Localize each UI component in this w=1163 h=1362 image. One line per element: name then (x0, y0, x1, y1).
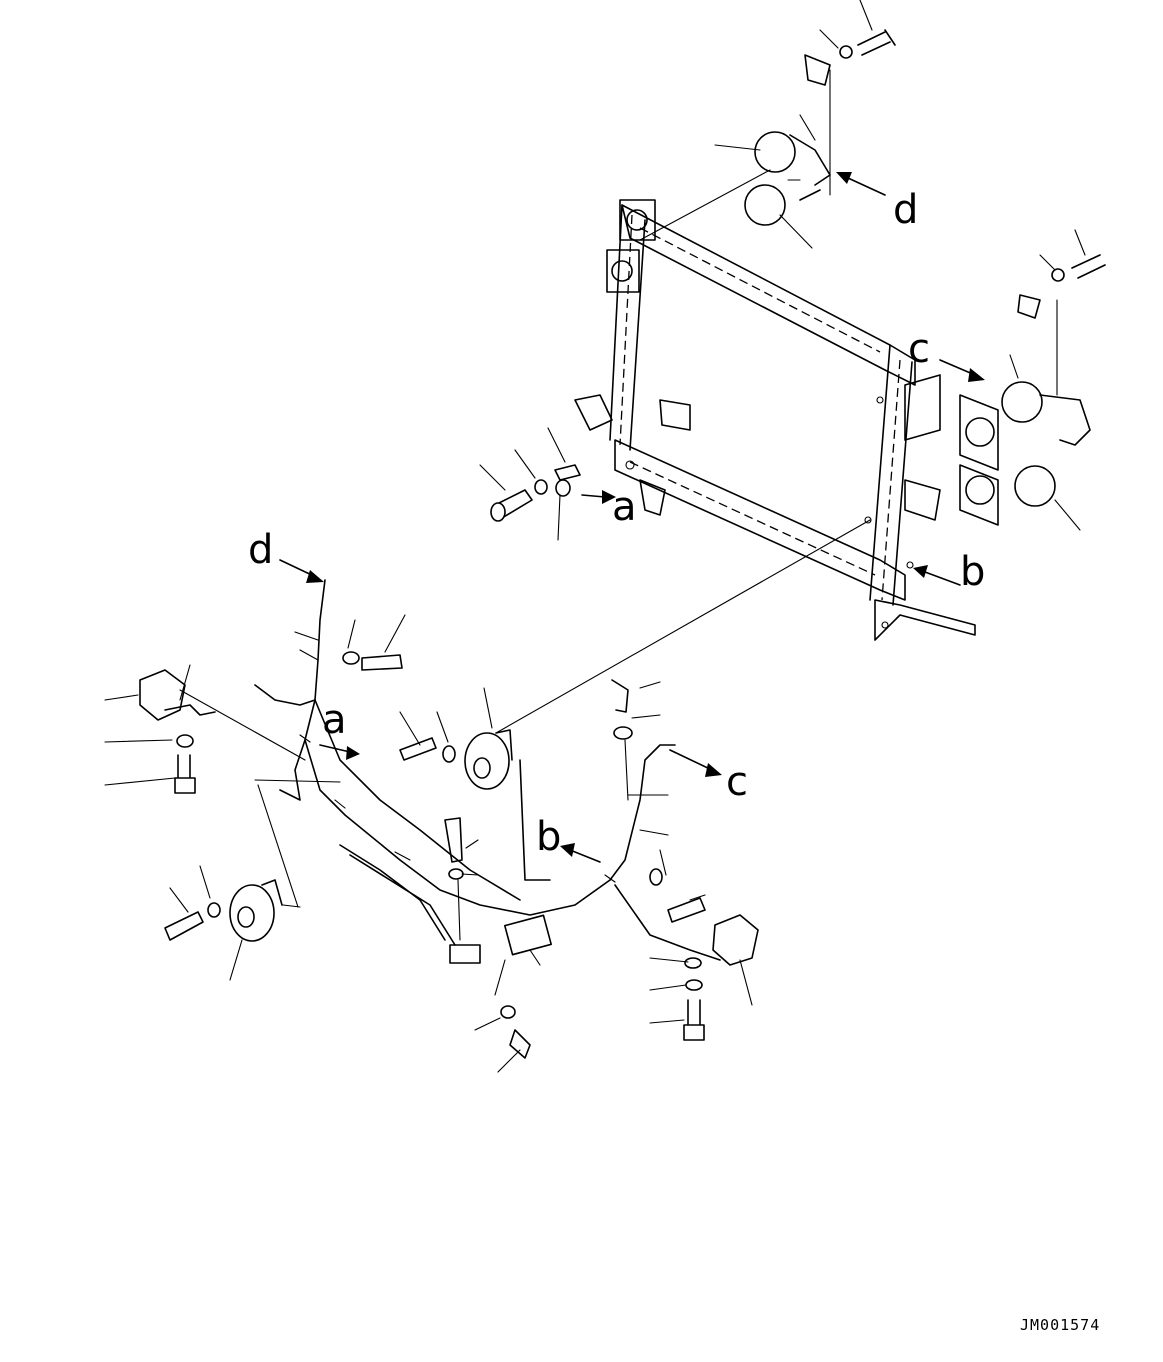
horn-relay-right (1001, 229, 1106, 531)
lower-bolt-assembly (474, 949, 541, 1073)
horn-relay-top (639, 0, 896, 249)
harness-branch-c (611, 679, 669, 836)
callout-label-b-bottom: b (536, 814, 561, 860)
callout-label-d-bottom: d (248, 527, 273, 573)
callout-arrows (279, 172, 985, 863)
bolt-assembly-a (479, 427, 581, 541)
callout-label-a-bottom: a (322, 697, 347, 743)
callout-label-a-top: a (612, 484, 637, 530)
horn-center (399, 519, 871, 941)
harness-lead-d (299, 614, 406, 671)
radiator-frame (574, 199, 999, 641)
wiring-harness (254, 579, 721, 964)
callout-label-c-bottom: c (726, 759, 748, 805)
horn-left-upper (104, 664, 306, 794)
callout-label-c-top: c (908, 326, 930, 372)
callout-label-d-top: d (893, 187, 918, 233)
drawing-code: JM001574 (1020, 1316, 1100, 1334)
horn-left-lower (164, 779, 341, 981)
callout-label-b-top: b (960, 549, 985, 595)
horn-right-lower (649, 849, 759, 1041)
